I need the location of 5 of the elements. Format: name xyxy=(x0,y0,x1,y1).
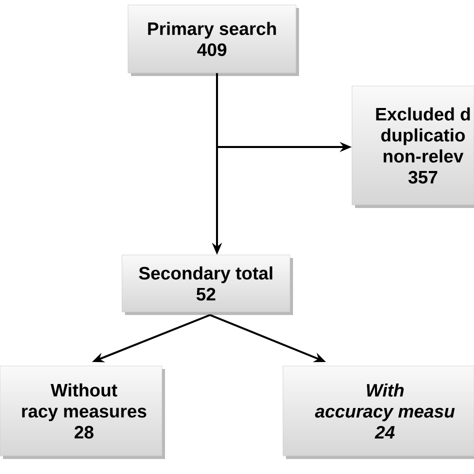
process-box: With accuracy measu 24 xyxy=(282,366,474,459)
process-box: Secondary total 52 xyxy=(122,254,293,315)
process-box: Without racy measures 28 xyxy=(0,366,165,459)
process-box: Primary search 409 xyxy=(128,4,299,76)
process-box: Excluded d duplicatio non-relev 357 xyxy=(352,86,474,208)
